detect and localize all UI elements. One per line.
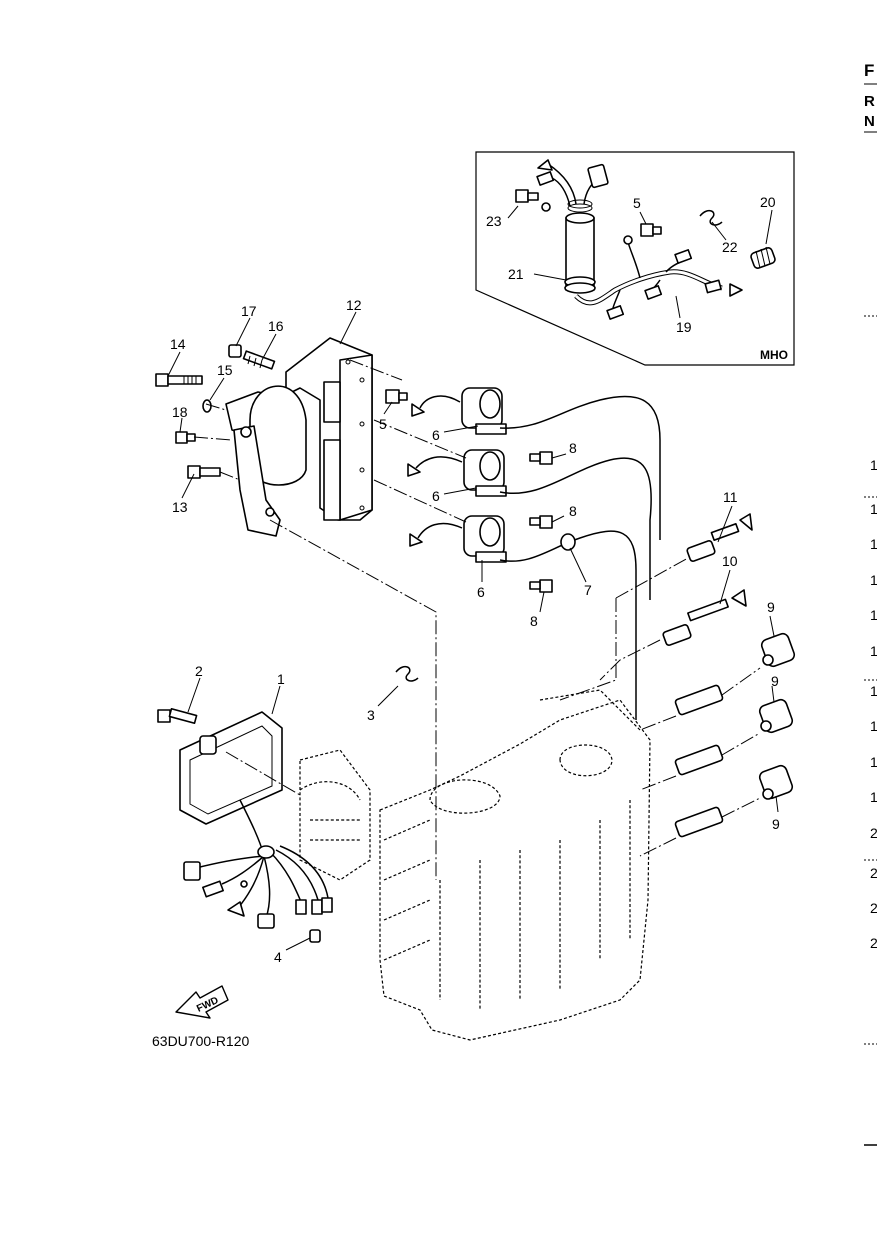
edge-cell-7: 1 [870,683,877,699]
engine-block-ghost [299,689,651,1041]
power-coil-part [536,159,609,294]
callout-2: 2 [195,663,203,679]
screw-4-part [309,929,321,943]
edge-cell-9: 1 [870,754,877,770]
inset-panel [475,151,795,366]
callout-3: 3 [367,707,375,723]
callout-7: 7 [584,582,592,598]
lead-11-part [686,513,753,562]
callout-19: 19 [676,319,692,335]
edge-cell-6: 1 [870,643,877,659]
ignition-coil-upper-part [411,387,661,540]
lead-10-part [662,589,747,646]
callout-23: 23 [486,213,502,229]
bolt-16-part [242,350,276,370]
callout-5a: 5 [633,195,641,211]
callout-4: 4 [274,949,282,965]
edge-header-r: R [864,93,875,110]
grommet-20-part [750,246,776,269]
diagram-code: 63DU700-R120 [152,1033,249,1049]
callout-14: 14 [170,336,186,352]
callout-11: 11 [723,489,738,505]
coil-bracket-part [285,337,373,521]
clip-22-part [699,209,723,226]
bolt-5-inset-part [640,223,662,237]
bolt-8-middle-part [529,515,553,529]
callout-20: 20 [760,194,776,210]
cdi-unit-part [179,711,283,825]
callout-8c: 8 [530,613,538,629]
ignition-coil-middle-part [407,449,652,600]
edge-cell-3: 1 [870,536,877,552]
bolt-8-lower-part [529,579,553,593]
bolt-13-part [187,465,221,479]
edge-cell-1: 1 [870,457,877,473]
inset-code: MHO [760,348,788,362]
callout-10: 10 [722,553,738,569]
callout-15: 15 [217,362,233,378]
spark-plug-middle-part [674,744,724,776]
callout-16: 16 [268,318,284,334]
callout-labels: 1 2 3 4 5 5 6 6 6 7 8 8 8 9 9 9 10 11 12… [170,194,780,965]
fwd-arrow-icon: FWD [175,985,229,1019]
plug-cap-middle-part [758,698,794,734]
callout-9a: 9 [767,599,775,615]
callout-21: 21 [508,266,524,282]
edge-cell-4: 1 [870,572,877,588]
edge-header-f: F [864,61,874,80]
callout-6b: 6 [432,488,440,504]
bolt-5-part [385,389,408,404]
callout-8a: 8 [569,440,577,456]
washer-15-part [202,399,212,413]
edge-cell-12: 2 [870,865,877,881]
cdi-harness-part [183,799,333,929]
edge-cell-14: 2 [870,935,877,951]
ignition-coil-lower-part [409,515,637,720]
bolt-8-upper-part [529,451,553,465]
edge-cell-11: 2 [870,825,877,841]
callout-12: 12 [346,297,362,313]
callout-1: 1 [277,671,285,687]
callout-8b: 8 [569,503,577,519]
harness-part [574,235,743,320]
callout-5b: 5 [379,416,387,432]
edge-cell-5: 1 [870,607,877,623]
callout-18: 18 [172,404,188,420]
spark-plug-upper-part [674,684,724,716]
bolt-2-part [157,707,198,725]
callout-9c: 9 [772,816,780,832]
right-edge-table: F R N 1 1 1 1 1 1 1 1 1 1 2 2 2 2 [864,61,877,1146]
callout-6c: 6 [477,584,485,600]
edge-cell-13: 2 [870,900,877,916]
spark-plug-lower-part [674,806,724,838]
callout-6a: 6 [432,427,440,443]
bolt-14-part [155,373,203,387]
bolt-18-part [175,431,196,444]
edge-header-n: N [864,113,875,130]
bolt-23-part [515,189,551,212]
clamp-bracket-part [225,385,307,537]
callout-9b: 9 [771,673,779,689]
callout-13: 13 [172,499,188,515]
edge-cell-8: 1 [870,718,877,734]
callout-17: 17 [241,303,257,319]
callout-22: 22 [722,239,738,255]
clip-3-part [395,665,419,682]
assembly-lines [193,359,761,880]
plug-cap-lower-part [758,764,794,800]
callout-leaders [167,205,779,951]
nut-17-part [228,344,242,358]
edge-cell-10: 1 [870,789,877,805]
edge-cell-2: 1 [870,501,877,517]
plug-cap-upper-part [760,632,796,668]
